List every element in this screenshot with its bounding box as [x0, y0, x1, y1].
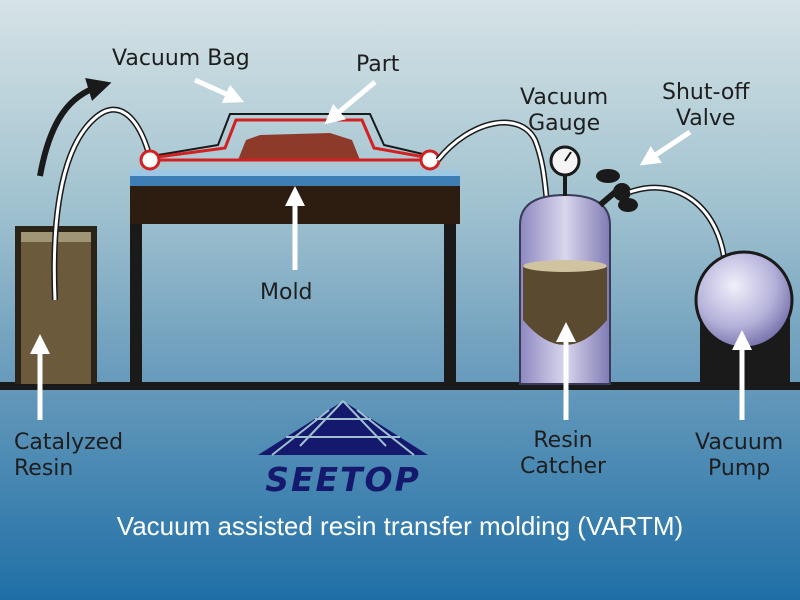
label-catalyzed-resin: Catalyzed Resin [14, 430, 124, 481]
label-part: Part [356, 52, 400, 77]
label-mold: Mold [260, 280, 313, 305]
vacuum-hose-mold-inner [436, 121, 550, 211]
floor-line [0, 382, 800, 390]
label-vacuum-gauge: Vacuum Gauge [520, 85, 609, 136]
logo-text: SEETOP [265, 460, 421, 499]
feed-hose-inner [52, 108, 152, 301]
resin-catcher [519, 193, 611, 385]
curved-arrow-icon [37, 77, 112, 177]
vacuum-bag [139, 113, 441, 159]
label-vacuum-pump: Vacuum Pump [695, 430, 784, 481]
label-resin-catcher: Resin Catcher [520, 428, 607, 479]
vacuum-hose-pump-inner [629, 186, 727, 266]
label-shutoff-valve: Shut-off Valve [662, 80, 750, 131]
bag-seal [149, 118, 431, 160]
part [238, 133, 360, 160]
pointer-arrow-icon [30, 77, 752, 420]
label-vacuum-bag: Vacuum Bag [112, 46, 250, 71]
outlet-port [419, 149, 441, 171]
inlet-port [139, 149, 161, 171]
figure-caption: Vacuum assisted resin transfer molding (… [116, 511, 684, 541]
pressure-gauge-icon [549, 145, 581, 177]
logo-emblem-icon [258, 400, 428, 456]
valve-icon [596, 169, 638, 212]
